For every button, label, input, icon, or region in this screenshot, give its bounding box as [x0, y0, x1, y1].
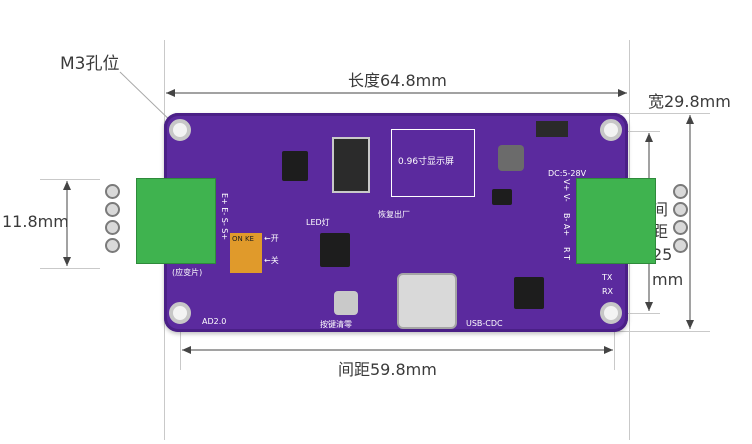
guide-term-bottom: [40, 268, 100, 269]
spacing-right-label-4: mm: [652, 270, 684, 289]
terminal-left-block: [136, 178, 216, 264]
screw-right-3: [673, 220, 688, 235]
chip-sop8-top: [282, 151, 308, 181]
usb-c-port[interactable]: [397, 273, 457, 329]
dip-open-label: ←开: [264, 234, 279, 243]
screw-left-2: [105, 202, 120, 217]
guide-left-hole: [180, 300, 181, 370]
dc-label: DC:5-28V: [548, 169, 587, 178]
button-label: 按键清零: [320, 320, 352, 329]
guide-term-top: [40, 179, 100, 180]
width-label: 宽29.8mm: [648, 92, 731, 111]
left-pins-label: E+ E- S- S+: [220, 193, 229, 241]
screw-left-3: [105, 220, 120, 235]
screw-right-2: [673, 202, 688, 217]
rs485-label: B- A+: [562, 213, 571, 237]
inductor: [498, 145, 524, 171]
usb-label: USB-CDC: [466, 319, 503, 328]
spacing-right-label-3: 25: [652, 245, 673, 264]
spacing-bottom-arrow: [182, 346, 613, 354]
mount-hole-top-right: [600, 119, 622, 141]
spacing-right-label-1: 间: [652, 200, 669, 219]
zero-button[interactable]: [334, 291, 358, 315]
pcb-board: 0.96寸显示屏 ON KE ←开 ←关 USB-CDC 按键清零 AD2.0 …: [136, 113, 656, 332]
model-label: AD2.0: [202, 317, 227, 326]
fpc-connector: [332, 137, 370, 193]
display-outline: [391, 129, 475, 197]
mount-hole-bottom-right: [600, 302, 622, 324]
dip-close-label: ←关: [264, 256, 279, 265]
guide-hole-top: [610, 131, 660, 132]
guide-right-hole: [614, 300, 615, 370]
dip-on-label: ON KE: [232, 235, 254, 243]
chip-mcu: [514, 277, 544, 309]
ttl-label: R T: [562, 247, 571, 260]
guide-top-board: [600, 113, 710, 114]
screw-right-1: [673, 184, 688, 199]
terminal-right-block: [576, 178, 656, 264]
screw-left-1: [105, 184, 120, 199]
mount-hole-top-left: [169, 119, 191, 141]
diode: [536, 121, 568, 137]
screw-left-4: [105, 238, 120, 253]
sensor-label: (应变片): [172, 268, 203, 277]
length-arrow: [166, 89, 627, 97]
width-arrow: [686, 115, 694, 329]
guide-bottom-board: [600, 331, 710, 332]
dip-switch[interactable]: [230, 233, 262, 273]
spacing-bottom-label: 间距59.8mm: [338, 360, 437, 379]
length-label: 长度64.8mm: [348, 71, 447, 90]
chip-rs485: [492, 189, 512, 205]
guide-hole-bottom: [610, 313, 660, 314]
terminal-height-arrow: [63, 181, 71, 266]
mount-hole-bottom-left: [169, 302, 191, 324]
chip-adc: [320, 233, 350, 267]
terminal-height-label: 11.8mm: [2, 212, 69, 231]
m3-hole-label: M3孔位: [60, 54, 120, 74]
led-label: LED灯: [306, 218, 330, 227]
power-label: V+ V-: [562, 179, 571, 202]
rx-label: RX: [602, 287, 614, 296]
restore-label: 恢复出厂: [378, 210, 410, 219]
tx-label: TX: [602, 273, 613, 282]
display-label: 0.96寸显示屏: [398, 157, 455, 167]
screw-right-4: [673, 238, 688, 253]
spacing-right-label-2: 距: [652, 222, 669, 241]
